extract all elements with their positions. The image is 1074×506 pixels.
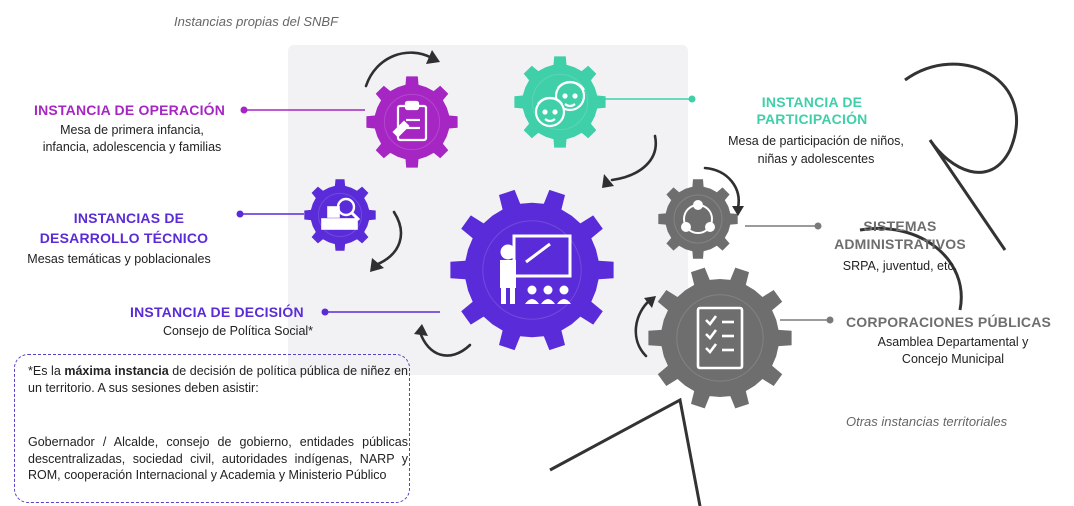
decision-title: INSTANCIA DE DECISIÓN [130, 304, 304, 320]
participacion-title-1: INSTANCIA DE [761, 94, 863, 110]
sistemas-line-1: SRPA, juventud, etc. [842, 259, 958, 273]
note-suffix: de decisión de política pública de niñez… [28, 364, 408, 395]
desarrollo-line-1: Mesas temáticas y poblacionales [27, 252, 211, 266]
connector-corporaciones [780, 316, 834, 324]
corporaciones-line-1: Asamblea Departamental y [877, 335, 1029, 349]
search-boxes-icon [321, 197, 361, 230]
connector-sistemas [745, 222, 822, 230]
children-faces-icon [534, 80, 586, 128]
participacion-line-1: Mesa de participación de niños, [728, 134, 904, 148]
arrow-left [376, 210, 403, 266]
desarrollo-title-1: INSTANCIAS DE [73, 210, 185, 226]
presentation-icon [500, 234, 572, 304]
connector-operacion [240, 106, 365, 114]
note-box [14, 354, 410, 503]
desarrollo-title-2: DESARROLLO TÉCNICO [39, 230, 209, 246]
top-caption: Instancias propias del SNBF [174, 14, 339, 29]
arrow-bottom-left [418, 330, 472, 357]
sistemas-title-1: SISTEMAS [863, 218, 937, 234]
connector-decision [321, 308, 440, 316]
arrowhead-top [426, 50, 440, 64]
connector-participacion [588, 95, 696, 103]
arrow-participacion-down [610, 134, 658, 182]
cycle-icon [681, 200, 715, 234]
operacion-line-2: infancia, adolescencia y familias [42, 140, 222, 154]
corporaciones-title: CORPORACIONES PÚBLICAS [846, 314, 1052, 330]
arrowhead-bottom-left [414, 324, 428, 336]
connector-desarrollo [236, 210, 304, 218]
arrow-corporaciones [634, 298, 652, 358]
checklist-icon [696, 306, 744, 370]
note-bold: máxima instancia [64, 364, 169, 378]
note-prefix: *Es la [28, 364, 65, 378]
operacion-title: INSTANCIA DE OPERACIÓN [34, 102, 226, 118]
clipboard-icon [392, 100, 428, 142]
operacion-line-1: Mesa de primera infancia, [60, 123, 204, 137]
arrowhead-sistemas [732, 206, 744, 216]
arrow-sistemas [703, 166, 740, 210]
arrowhead-corporaciones [644, 296, 656, 308]
note-paragraph-2: Gobernador / Alcalde, consejo de gobiern… [28, 435, 408, 482]
sistemas-title-2: ADMINISTRATIVOS [834, 236, 966, 252]
bottom-caption: Otras instancias territoriales [846, 414, 1008, 429]
corporaciones-line-2: Concejo Municipal [901, 352, 1005, 366]
watermark [549, 20, 1074, 506]
arrow-top [364, 51, 434, 88]
arrowhead-left [370, 258, 384, 272]
participacion-line-2: niñas y adolescentes [757, 152, 875, 166]
note-paragraph-1: *Es la máxima instancia de decisión de p… [28, 363, 408, 396]
participacion-title-2: PARTICIPACIÓN [756, 111, 868, 127]
arrowhead-participacion [602, 174, 614, 188]
decision-line-1: Consejo de Política Social* [162, 324, 314, 338]
